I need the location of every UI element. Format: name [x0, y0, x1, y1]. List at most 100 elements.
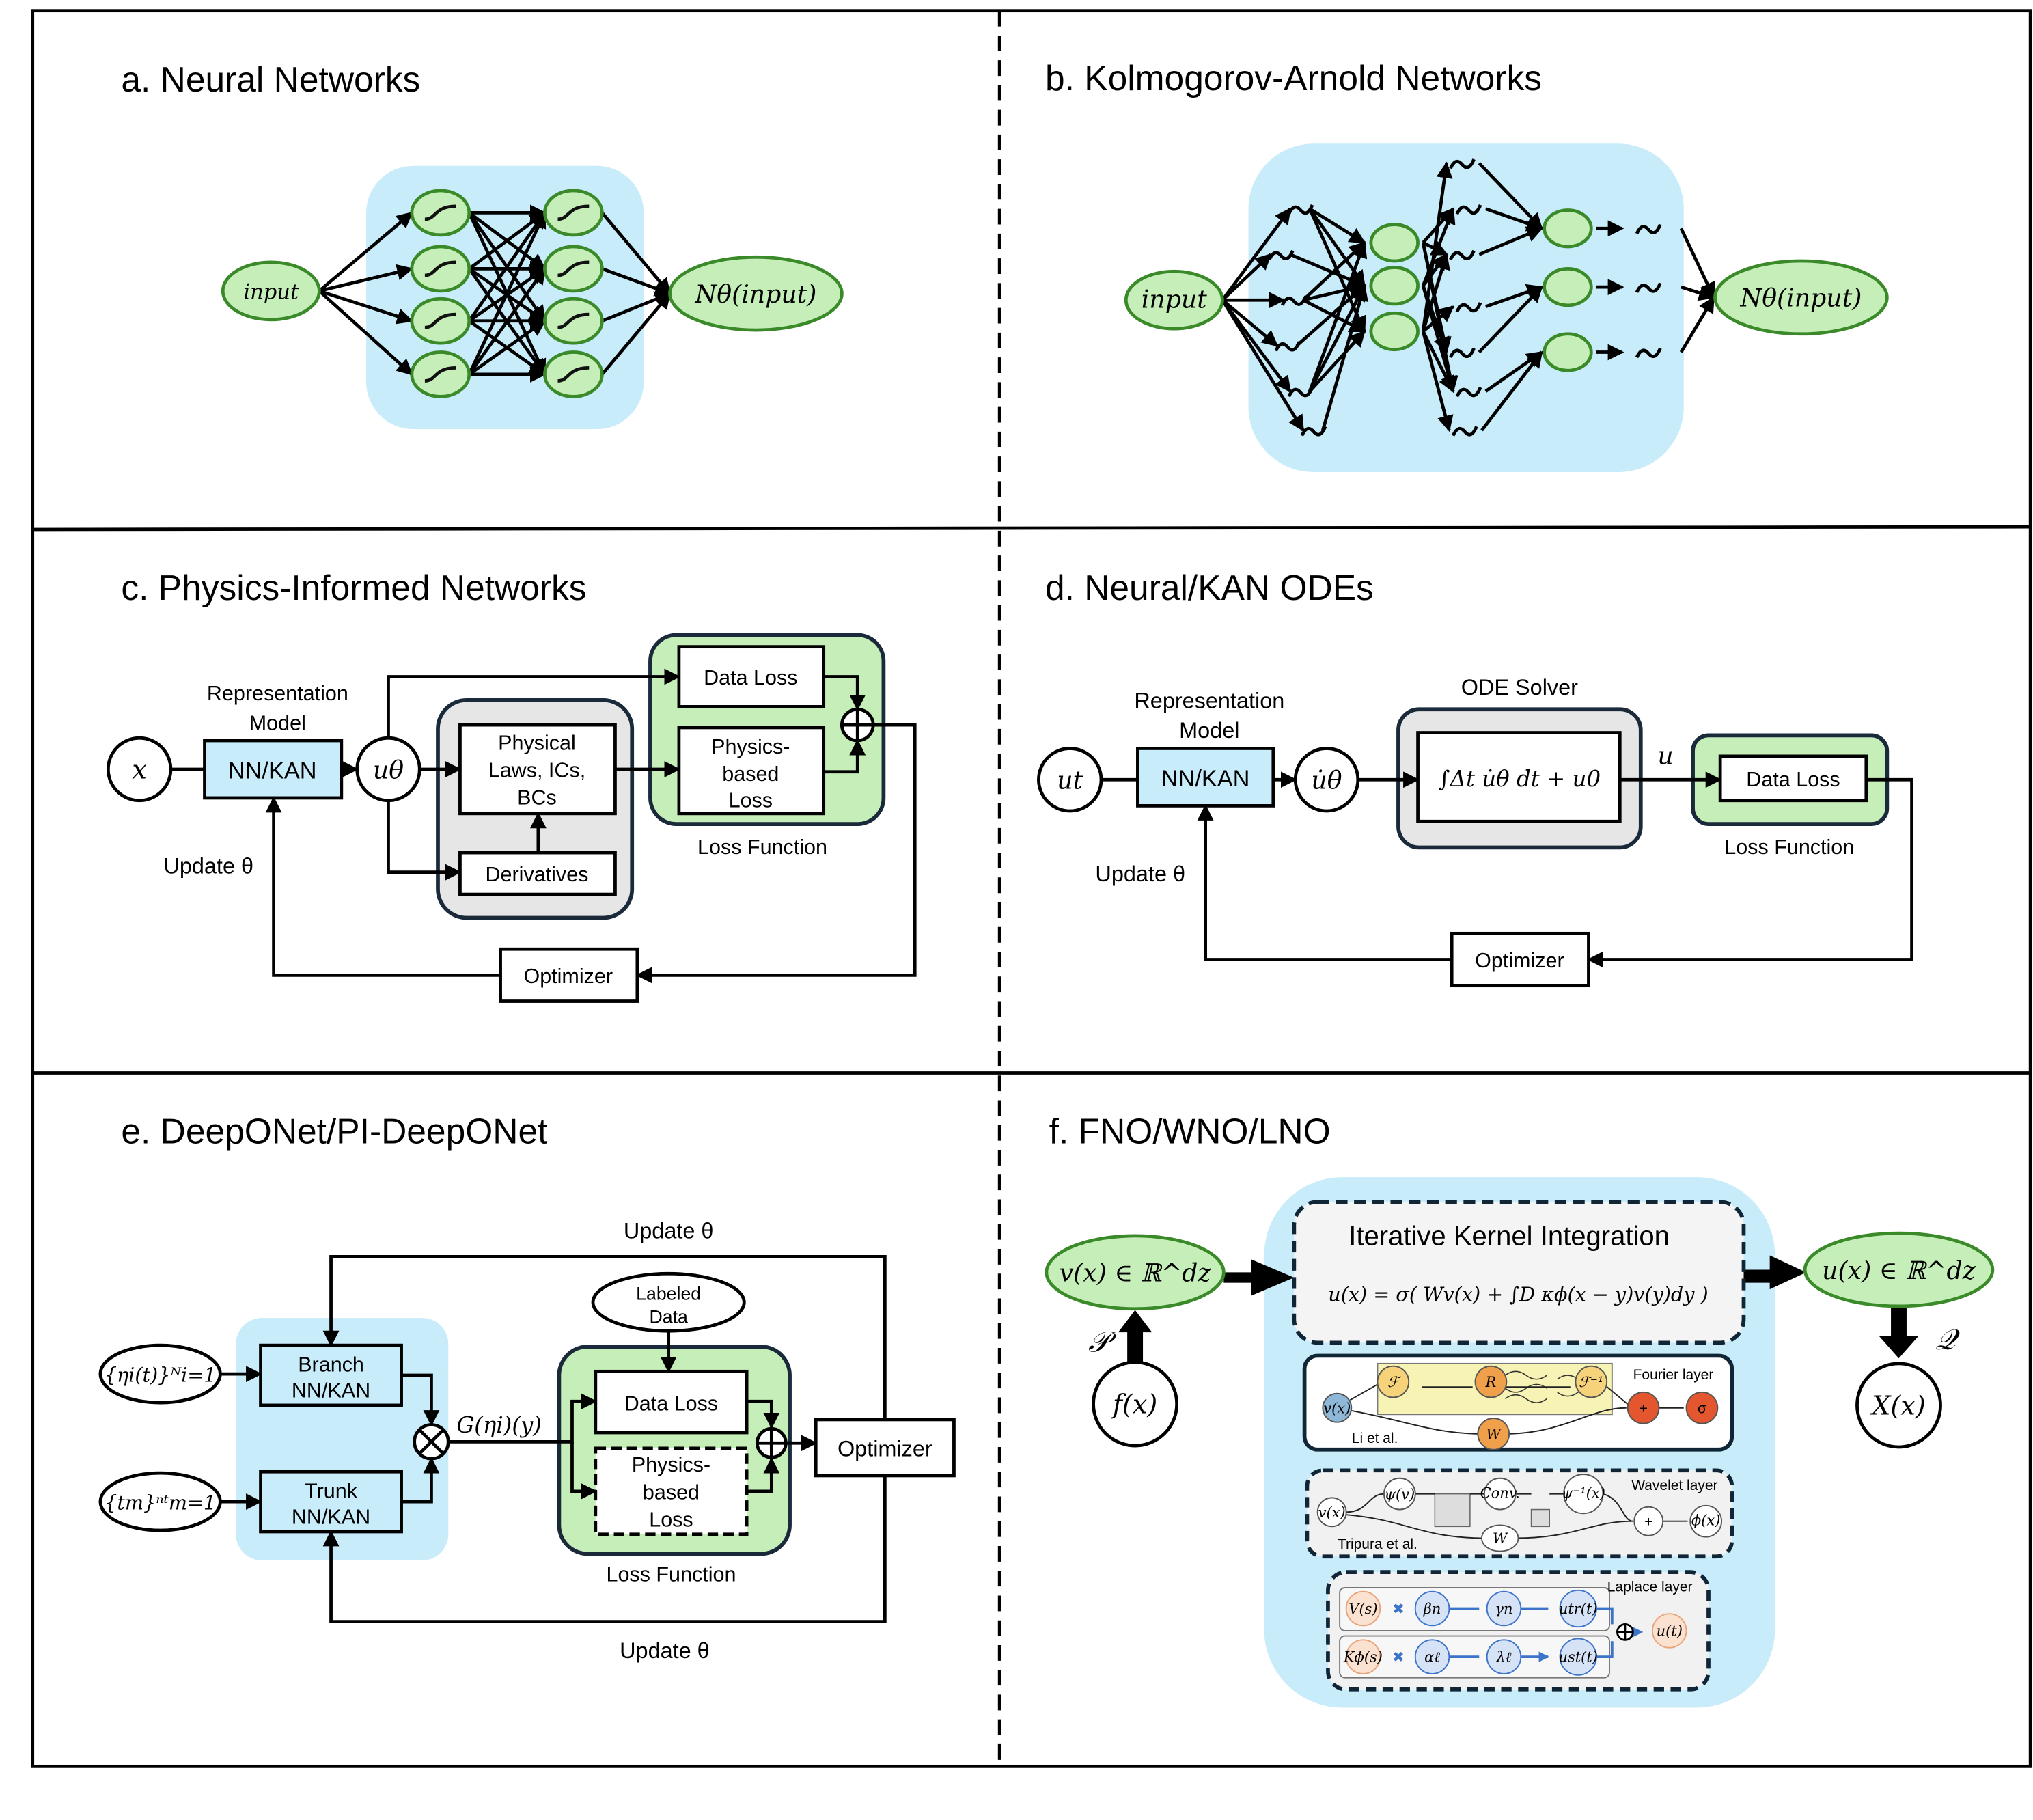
panel-c: c. Physics-Informed Networks Representat… [106, 568, 917, 1003]
nn-kan-label: NN/KAN [1161, 766, 1250, 792]
kan-node [1543, 332, 1593, 372]
optimizer-box [499, 947, 639, 1003]
sigmoid-icon [557, 312, 590, 329]
update-label: Update θ [1095, 861, 1185, 886]
kernel-title: Iterative Kernel Integration [1349, 1221, 1670, 1251]
data-loss-label: Data Loss [624, 1392, 718, 1416]
physics-based-loss-box [594, 1446, 749, 1536]
input-label: input [1142, 285, 1207, 314]
X-x-label: X(x) [1870, 1390, 1925, 1420]
panel-e: e. DeepONet/PI-DeepONet Update θ Update … [98, 1111, 956, 1663]
data-loss-box [594, 1369, 749, 1435]
phi-label: ϕ(x) [1691, 1512, 1720, 1528]
model-label: Model [249, 712, 306, 735]
K-label: Kϕ(s) [1343, 1649, 1383, 1666]
loss-function-label: Loss Function [606, 1562, 736, 1586]
r-label: R [1485, 1374, 1497, 1390]
utr-label: utr(t) [1559, 1601, 1598, 1617]
trunk-label: Trunk [305, 1479, 358, 1502]
spline-icon [1300, 426, 1327, 437]
edge-arrow [318, 289, 414, 325]
physical-laws-box [458, 723, 617, 816]
neuron-node [543, 350, 604, 398]
integral-box [1416, 731, 1622, 823]
branch-label: Branch [298, 1353, 364, 1376]
edge-arrow [467, 211, 547, 375]
sigmoid-icon [424, 260, 456, 277]
physics-loss-label: based [722, 762, 779, 786]
fourier-transform-label: ℱ [1387, 1374, 1401, 1390]
x-node [106, 736, 173, 803]
edge-arrow [318, 264, 414, 293]
sigmoid-icon [557, 260, 590, 277]
physics-loss-label: Loss [649, 1508, 693, 1531]
kan-node [1543, 208, 1593, 249]
data-loss-label: Data Loss [1746, 768, 1840, 791]
derivatives-label: Derivatives [486, 863, 589, 886]
spline-icon [1287, 387, 1314, 398]
q-arrow [1879, 1306, 1919, 1359]
spline-icon [1635, 223, 1662, 234]
kan-node [1369, 223, 1420, 263]
conv-label: Conv. [1480, 1485, 1520, 1501]
fourier-layer: v(x) ℱ R ℱ⁻¹ + σ W Fourier layer Li et a… [1302, 1353, 1734, 1452]
physical-laws-label: BCs [517, 786, 557, 809]
panel-b-title: b. Kolmogorov-Arnold Networks [1045, 58, 1542, 98]
derivatives-box [458, 851, 617, 896]
output-node [668, 255, 844, 332]
nn-kan-label: NN/KAN [228, 758, 317, 784]
nn-nodes [410, 189, 604, 398]
plus-label: + [1639, 1401, 1647, 1416]
gamma-label: γn [1495, 1601, 1512, 1617]
spline-icon [1455, 387, 1482, 398]
p-label: 𝒫 [1088, 1325, 1116, 1359]
spline-icon [1455, 302, 1482, 313]
u-dot-node [1293, 747, 1360, 813]
spline-icon [1449, 347, 1476, 359]
panel-d: d. Neural/KAN ODEs Representation Model … [1037, 568, 1913, 988]
psi-label: ψ(v) [1385, 1486, 1415, 1502]
neuron-node [410, 189, 471, 237]
plus-label: + [1644, 1514, 1652, 1530]
edge-arrow [1308, 284, 1366, 392]
v-node-label: v(x) [1318, 1504, 1346, 1521]
nn-edges [318, 204, 672, 383]
product-icon [413, 1423, 450, 1461]
sigmoid-icon [557, 204, 590, 221]
representation-label: Representation [207, 682, 348, 705]
wavelet-citation: Tripura et al. [1338, 1536, 1417, 1552]
spline-icon [1274, 341, 1301, 352]
spline-icon [1449, 158, 1476, 169]
optimizer-box [1450, 931, 1590, 988]
ust-label: ust(t) [1558, 1649, 1597, 1666]
trunk-box [259, 1470, 403, 1534]
X-x-node [1855, 1362, 1942, 1449]
edge-arrow [1478, 226, 1544, 256]
edge-arrow [1308, 207, 1366, 245]
kan-nodes [1369, 208, 1593, 372]
w-label: W [1493, 1530, 1508, 1547]
spline-icon [1280, 295, 1308, 306]
physical-laws-label: Laws, ICs, [488, 758, 585, 782]
edge-arrow [1422, 305, 1454, 333]
edge-arrow [1484, 207, 1544, 232]
frame [31, 9, 2032, 1768]
u-t-label: u(t) [1657, 1623, 1683, 1640]
physics-loss-label: based [643, 1480, 700, 1504]
u-theta-label: uθ [373, 755, 404, 784]
fourier-citation: Li et al. [1352, 1431, 1398, 1446]
update-bottom-label: Update θ [620, 1638, 710, 1663]
v-input-label: v(x) ∈ ℝ^dz [1060, 1258, 1212, 1288]
w-label: W [1486, 1426, 1502, 1443]
optimizer-box [814, 1418, 956, 1478]
kan-node [1369, 311, 1420, 352]
kan-node [1369, 266, 1420, 306]
sigmoid-icon [424, 366, 456, 383]
spline-icon [1455, 204, 1482, 215]
physics-loss-label: Loss [729, 788, 773, 812]
physics-based-loss-box [677, 726, 826, 816]
panel-f: f. FNO/WNO/LNO v(x) ∈ ℝ^dz f(x) 𝒫 u(x) ∈… [1045, 1111, 1995, 1708]
spline-icon [1267, 249, 1295, 261]
panel-f-title: f. FNO/WNO/LNO [1049, 1111, 1331, 1150]
